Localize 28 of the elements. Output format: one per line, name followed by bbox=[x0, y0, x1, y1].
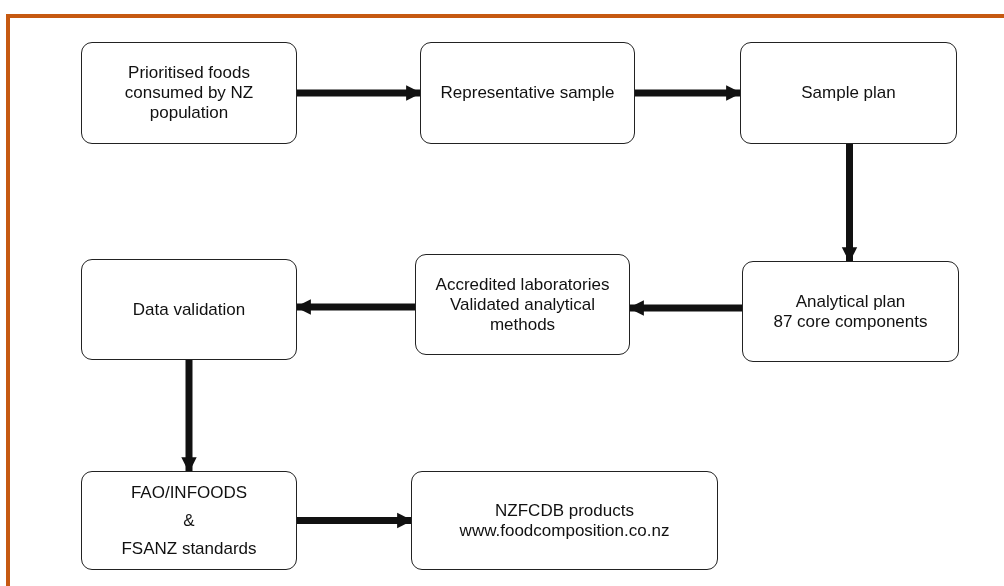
arrow bbox=[635, 85, 742, 101]
box-text: Prioritised foods consumed by NZ population bbox=[123, 63, 255, 123]
box-text: Sample plan bbox=[801, 83, 896, 103]
box-text: FAO/INFOODS bbox=[130, 482, 248, 503]
box-text: Accredited laboratories bbox=[435, 274, 610, 295]
process-box bbox=[81, 259, 297, 360]
box-text: Representative sample bbox=[440, 83, 615, 103]
arrow bbox=[841, 144, 858, 263]
process-box bbox=[740, 42, 957, 144]
box-text: Validated analytical methods bbox=[448, 294, 597, 335]
box-text: Analytical plan bbox=[795, 291, 906, 312]
box-text: 87 core components bbox=[773, 311, 928, 332]
process-box bbox=[420, 42, 635, 144]
process-box bbox=[411, 471, 718, 570]
arrow bbox=[297, 512, 413, 529]
box-text: www.foodcomposition.co.nz bbox=[459, 520, 670, 541]
process-box bbox=[415, 254, 630, 355]
box-text: NZFCDB products bbox=[495, 500, 634, 521]
box-text: FSANZ standards bbox=[121, 538, 257, 559]
process-box bbox=[742, 261, 959, 362]
process-box bbox=[81, 471, 297, 570]
arrow bbox=[297, 85, 422, 101]
process-box bbox=[81, 42, 297, 144]
box-text: Data validation bbox=[132, 299, 246, 320]
box-text: & bbox=[183, 510, 195, 531]
arrow bbox=[181, 360, 197, 473]
arrow bbox=[295, 299, 415, 315]
arrow bbox=[628, 300, 742, 316]
